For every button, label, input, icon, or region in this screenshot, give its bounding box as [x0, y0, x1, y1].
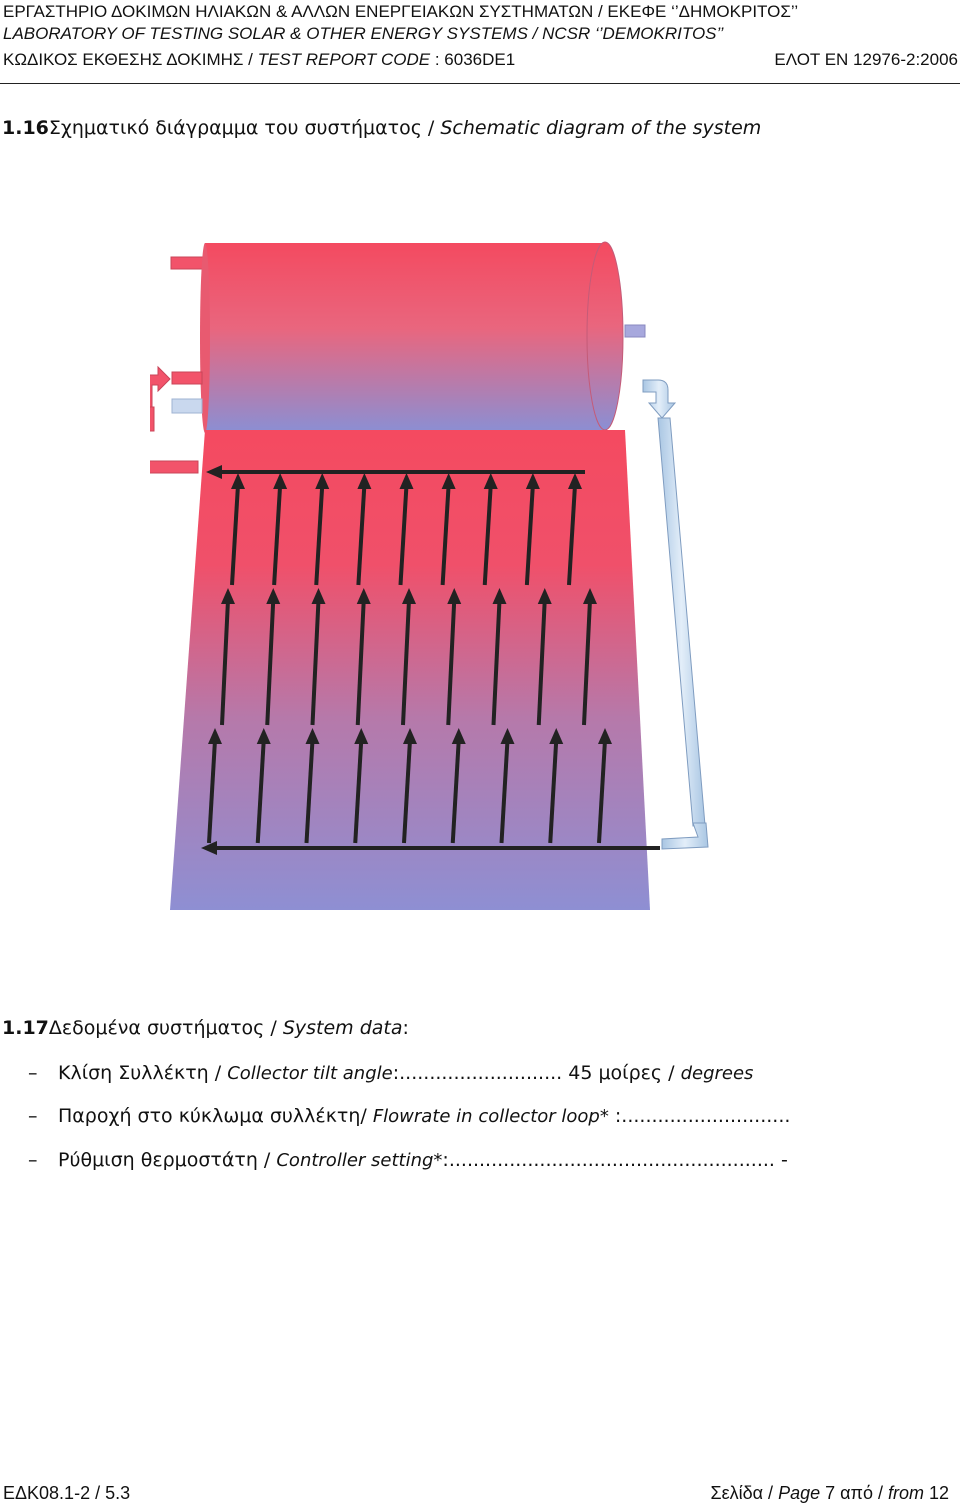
- riser-arrowhead: [525, 473, 540, 489]
- riser-arrow-line: [499, 739, 510, 844]
- section-heading-schematic: 1.16Σχηματικό διάγραμμα του συστήματος /…: [2, 117, 762, 139]
- riser-arrow-line: [597, 739, 607, 844]
- riser-arrowhead: [221, 588, 235, 604]
- riser-arrowhead: [483, 473, 498, 489]
- riser-arrow-line: [536, 599, 547, 726]
- top-manifold-arrowhead: [206, 465, 222, 479]
- riser-arrowhead: [354, 728, 369, 744]
- riser-arrow-line: [446, 599, 457, 726]
- riser-arrowhead: [208, 728, 222, 744]
- storage-tank: [200, 241, 624, 433]
- riser-arrowhead: [311, 588, 326, 604]
- riser-arrowhead: [357, 473, 372, 489]
- riser-arrowhead: [568, 473, 582, 489]
- riser-arrowhead: [399, 473, 414, 489]
- riser-arrowhead: [549, 728, 564, 744]
- riser-arrowhead: [500, 728, 515, 744]
- footer-page-number: Σελίδα / Page 7 από / from 12: [710, 1483, 949, 1503]
- riser-arrow-line: [398, 484, 409, 586]
- riser-arrowhead: [315, 473, 330, 489]
- cold-inlet-pipe: [624, 324, 646, 338]
- riser-arrowhead: [447, 588, 462, 604]
- hot-outlet-pipe: [170, 256, 204, 270]
- riser-arrow-line: [402, 739, 412, 844]
- riser-arrow-line: [314, 484, 325, 586]
- riser-arrow-line: [548, 739, 559, 844]
- footer-doc-code: ΕΔΚ08.1-2 / 5.3: [3, 1483, 131, 1503]
- riser-arrowhead: [231, 473, 245, 489]
- collector-panel: [170, 430, 650, 910]
- report-code: ΚΩΔΙΚΟΣ ΕΚΘΕΣΗΣ ΔΟΚΙΜΗΣ / TEST REPORT CO…: [3, 50, 516, 69]
- riser-arrow-line: [255, 739, 266, 844]
- riser-arrow-line: [440, 484, 451, 586]
- riser-arrowhead: [305, 728, 320, 744]
- riser-arrowhead: [403, 728, 417, 744]
- riser-arrowhead: [266, 588, 281, 604]
- riser-arrowhead: [492, 588, 507, 604]
- riser-arrow-line: [491, 599, 502, 726]
- riser-arrow-line: [304, 739, 315, 844]
- riser-arrow-line: [356, 484, 367, 586]
- flow-arrows: [201, 465, 660, 855]
- riser-arrowhead: [441, 473, 456, 489]
- section-heading-system-data: 1.17Δεδομένα συστήματος / System data:: [2, 1017, 409, 1039]
- riser-arrow-line: [482, 484, 493, 586]
- riser-arrowhead: [402, 588, 416, 604]
- riser-arrowhead: [273, 473, 288, 489]
- riser-arrow-line: [401, 599, 411, 726]
- controller-setting-item: –Ρύθμιση θερμοστάτη / Controller setting…: [28, 1149, 788, 1171]
- riser-arrow-line: [567, 484, 577, 586]
- riser-arrow-line: [272, 484, 283, 586]
- flowrate-item: –Παροχή στο κύκλωμα συλλέκτη/ Flowrate i…: [28, 1105, 791, 1127]
- riser-arrow-line: [310, 599, 321, 726]
- header-divider: [0, 83, 960, 84]
- riser-arrowhead: [356, 588, 371, 604]
- lab-name-english: LABORATORY OF TESTING SOLAR & OTHER ENER…: [3, 24, 724, 43]
- riser-arrowhead: [256, 728, 271, 744]
- hot-connection-pipes: [150, 365, 203, 474]
- riser-arrowhead: [583, 588, 597, 604]
- schematic-diagram: [150, 241, 709, 910]
- collector-tilt-angle-item: –Κλίση Συλλέκτη / Collector tilt angle:.…: [28, 1062, 754, 1084]
- riser-arrow-line: [230, 484, 240, 586]
- riser-arrow-line: [582, 599, 592, 726]
- riser-arrowhead: [598, 728, 612, 744]
- riser-arrow-line: [353, 739, 364, 844]
- cold-return-pipe: [642, 379, 709, 850]
- riser-arrow-line: [207, 739, 217, 844]
- riser-arrow-line: [220, 599, 230, 726]
- lab-name-greek: ΕΡΓΑΣΤΗΡΙΟ ΔΟΚΙΜΩΝ ΗΛΙΑΚΩΝ & ΑΛΛΩΝ ΕΝΕΡΓ…: [3, 2, 799, 21]
- riser-arrow-line: [265, 599, 276, 726]
- riser-arrowhead: [451, 728, 466, 744]
- standard-code: ΕΛΟΤ EN 12976-2:2006: [774, 50, 958, 69]
- bottom-manifold-arrowhead: [201, 841, 217, 855]
- riser-arrowhead: [537, 588, 552, 604]
- riser-arrow-line: [355, 599, 366, 726]
- riser-arrow-line: [450, 739, 461, 844]
- riser-arrow-line: [524, 484, 535, 586]
- report-code-line: ΚΩΔΙΚΟΣ ΕΚΘΕΣΗΣ ΔΟΚΙΜΗΣ / TEST REPORT CO…: [3, 50, 958, 70]
